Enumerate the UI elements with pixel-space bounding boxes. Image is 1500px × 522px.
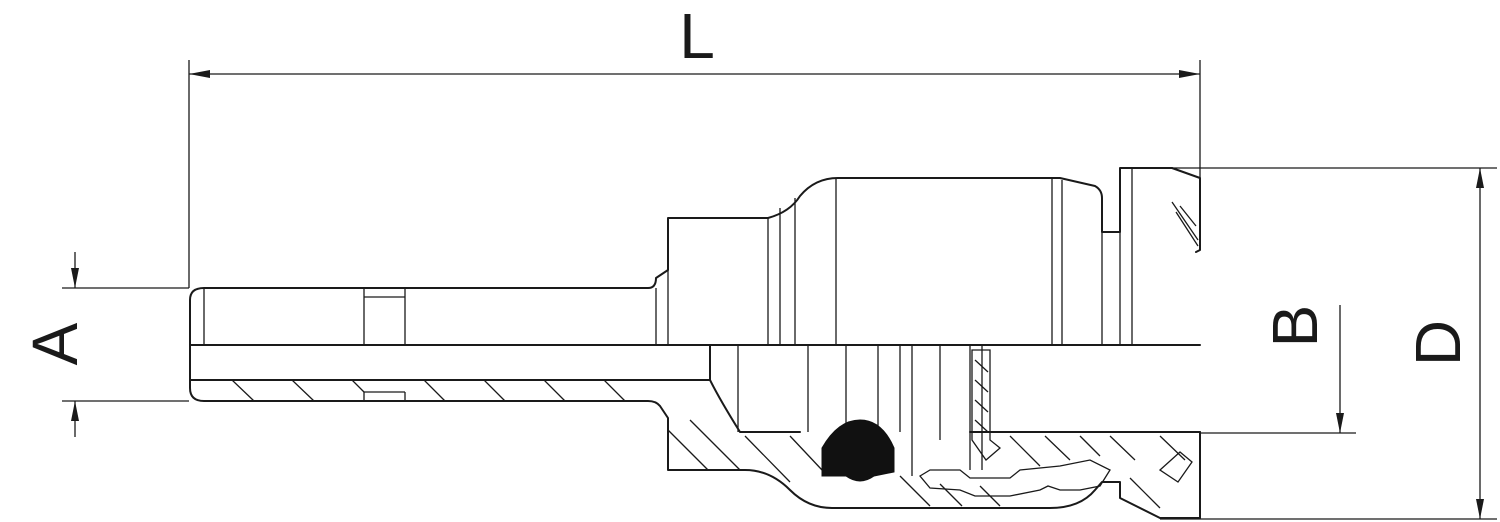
tail-outline-lower [189,344,1201,519]
label-A: A [19,322,91,365]
arrow-A-bottom [71,401,79,421]
arrow-L-right [1179,70,1200,78]
body-hatching [667,419,1186,509]
collet-section [971,349,1002,461]
label-B: B [1259,305,1331,348]
o-ring-seal [821,419,895,482]
tail-outline-upper [189,167,1201,346]
arrow-D-bottom [1476,499,1484,519]
fitting-section-view [189,344,1201,519]
dimension-L: L [188,0,1201,288]
release-ring-section [919,459,1111,497]
arrow-B [1336,413,1344,433]
collet-jaw-lower [1158,451,1193,483]
body-bore-step [709,344,801,433]
collet-teeth-top [1171,201,1199,247]
label-L: L [679,0,715,72]
tail-hatching [231,379,626,402]
dimension-D: D [1130,167,1497,520]
fitting-outer-view [189,167,1201,346]
label-D: D [1402,320,1474,366]
collet-teeth-section [974,359,989,433]
dimension-A: A [19,252,189,437]
arrow-L-left [189,70,210,78]
dimension-B: B [1200,305,1356,434]
arrow-D-top [1476,168,1484,188]
arrow-A-top [71,268,79,288]
